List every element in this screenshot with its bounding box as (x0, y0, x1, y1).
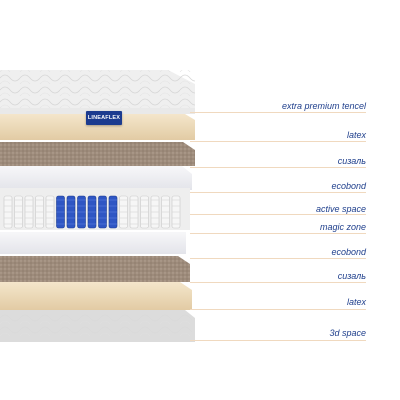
layer-label-tencel: extra premium tencel (281, 101, 366, 111)
layer-label-latex-bottom: latex (346, 297, 366, 307)
rule-2 (190, 167, 366, 168)
rule-8 (190, 309, 366, 310)
rule-1 (190, 141, 366, 142)
layer-sisal-top (0, 142, 195, 166)
brand-label: LINEAFLEX (86, 111, 122, 125)
layer-sisal-bottom (0, 256, 190, 282)
layer-label-3d-space: 3d space (329, 328, 366, 338)
layer-label-magic-zone: magic zone (319, 222, 366, 232)
rule-0 (190, 112, 366, 113)
layer-label-ecobond-bottom: ecobond (331, 247, 366, 257)
rule-6 (190, 258, 366, 259)
layer-springs (0, 188, 190, 230)
rule-4 (190, 214, 366, 215)
rule-9 (190, 340, 366, 341)
layer-label-sisal-bottom: сизаль (337, 271, 366, 281)
layer-latex-top (0, 114, 195, 140)
layer-latex-bottom (0, 282, 192, 310)
layer-magic-zone (0, 232, 186, 254)
layer-tencel (0, 70, 195, 114)
layer-label-sisal-top: сизаль (337, 156, 366, 166)
layer-label-ecobond-top: ecobond (331, 181, 366, 191)
layer-3d-space (0, 310, 195, 342)
rule-5 (190, 233, 366, 234)
layer-label-active-space: active space (315, 204, 366, 214)
rule-7 (190, 282, 366, 283)
layer-ecobond-top (0, 166, 192, 190)
layer-label-latex-top: latex (346, 130, 366, 140)
rule-3 (190, 192, 366, 193)
